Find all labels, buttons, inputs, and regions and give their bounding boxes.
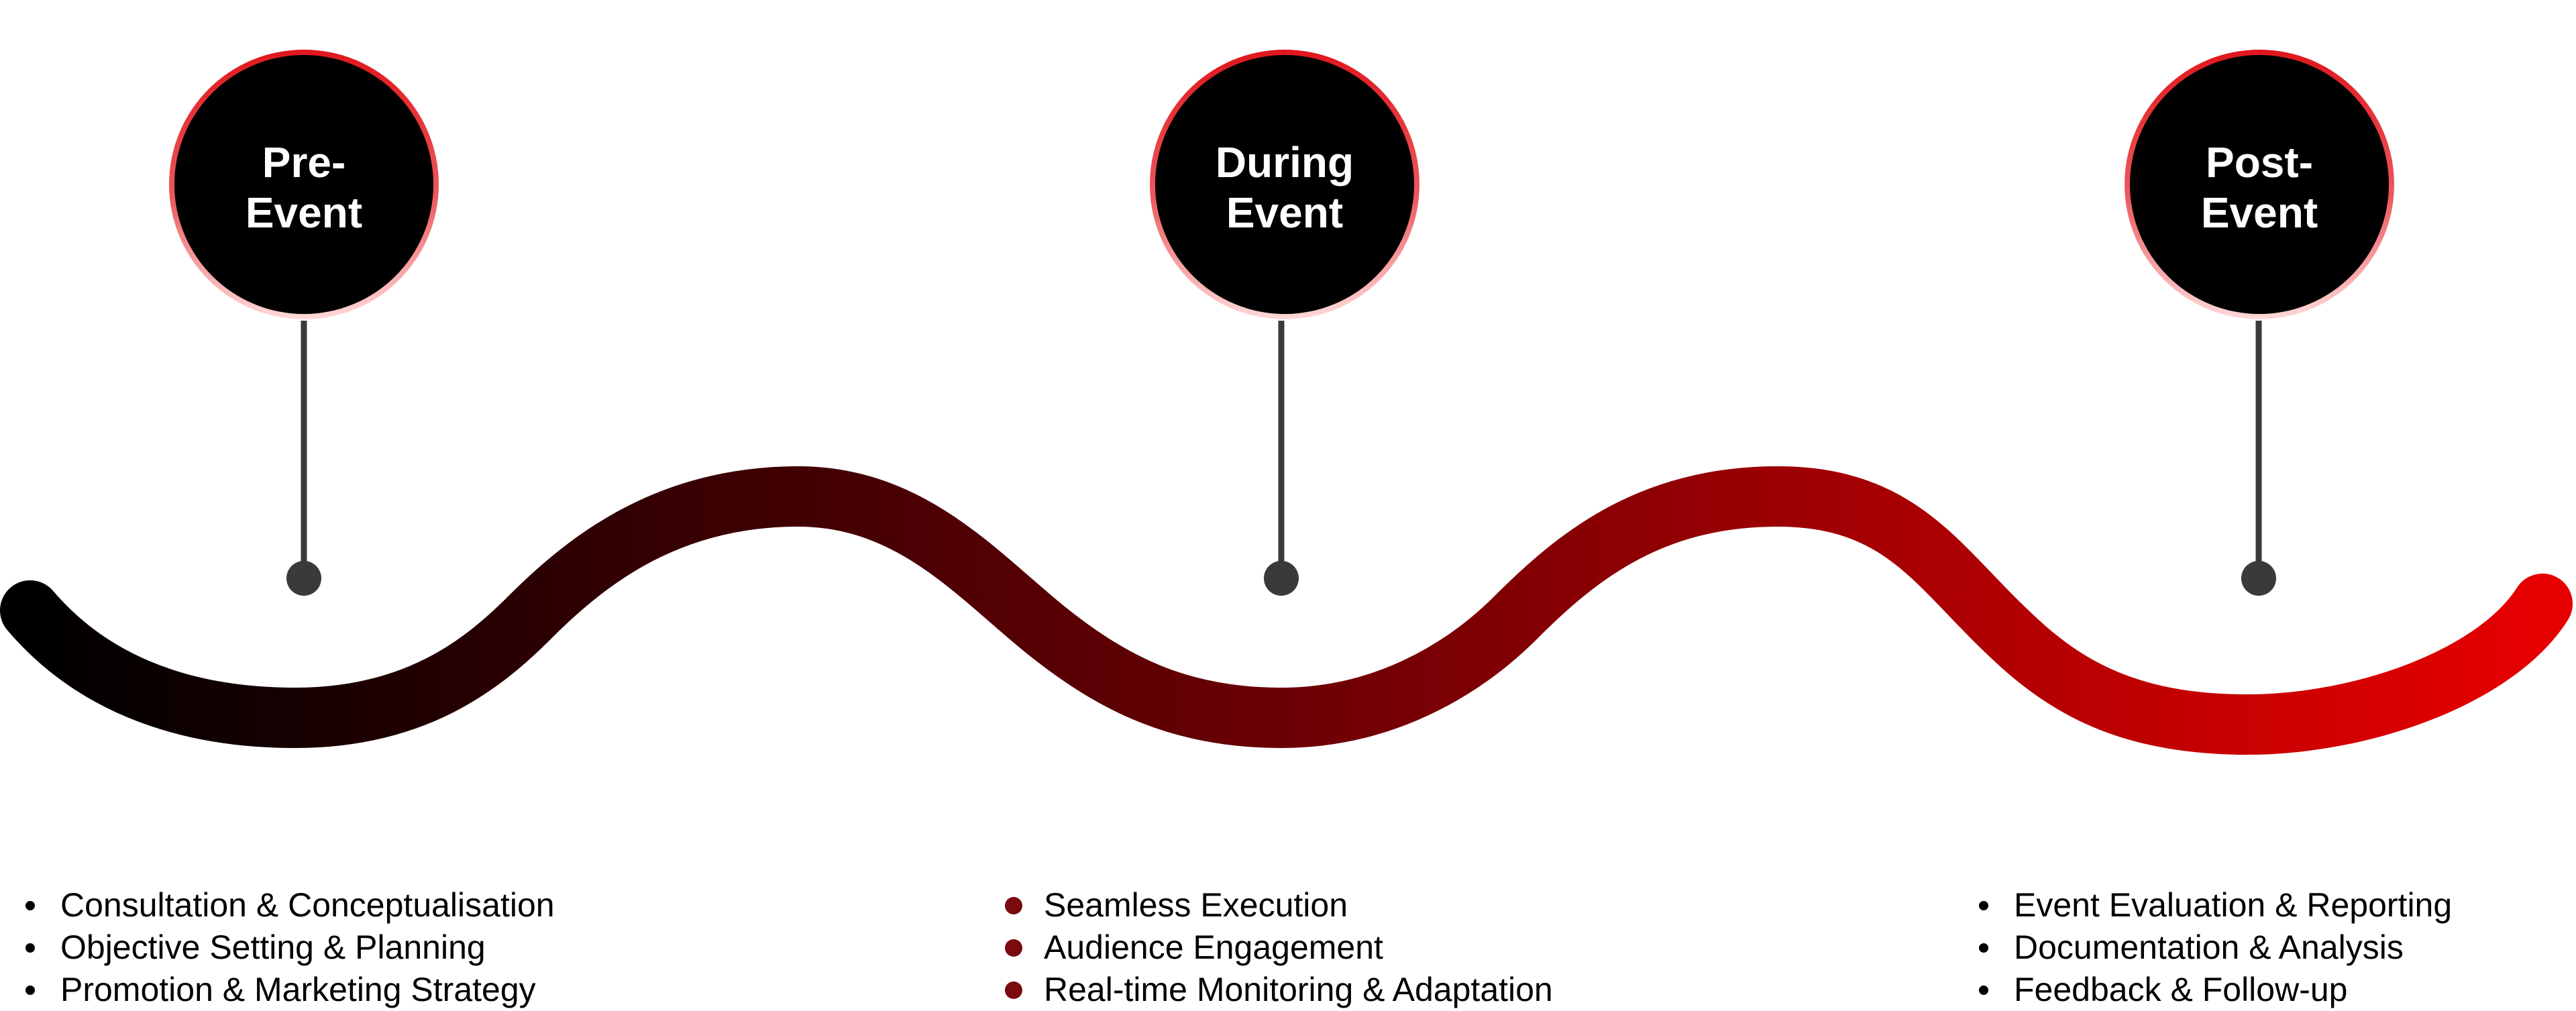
timeline-wave [0,466,2573,755]
list-item-label: Documentation & Analysis [2014,928,2404,966]
stage-post-event: Post- Event [2125,50,2394,596]
list-item-label: Objective Setting & Planning [60,928,486,966]
stage-circle [2130,55,2389,314]
during-event-list: Seamless Execution Audience Engagement R… [1005,884,1553,1011]
bullet-icon [1005,939,1022,957]
list-item-label: Consultation & Conceptualisation [60,886,555,924]
list-item: Objective Setting & Planning [25,926,555,969]
list-item-label: Feedback & Follow-up [2014,971,2348,1008]
list-item: Event Evaluation & Reporting [1979,884,2452,926]
connector-dot [286,561,321,596]
stage-title-line1: Pre- [262,138,346,187]
list-item: Audience Engagement [1005,926,1553,969]
bullet-icon [1979,986,1988,995]
stage-during-event: During Event [1150,50,1419,596]
bullet-icon [1979,943,1988,953]
bullet-icon [25,943,35,953]
stage-circle [1155,55,1414,314]
list-item: Feedback & Follow-up [1979,969,2452,1011]
stage-circle [174,55,433,314]
bullet-icon [1005,981,1022,999]
stage-title-line1: During [1216,138,1354,187]
post-event-list: Event Evaluation & Reporting Documentati… [1979,884,2452,1011]
stage-title-line2: Event [2201,189,2318,237]
bullet-icon [25,986,35,995]
list-item: Consultation & Conceptualisation [25,884,555,926]
list-item-label: Real-time Monitoring & Adaptation [1044,971,1553,1008]
stage-title-line2: Event [1226,189,1343,237]
list-item: Real-time Monitoring & Adaptation [1005,969,1553,1011]
connector-dot [2241,561,2276,596]
stage-pre-event: Pre- Event [169,50,439,596]
pre-event-list: Consultation & Conceptualisation Objecti… [25,884,555,1011]
list-item-label: Audience Engagement [1044,928,1383,966]
stage-title-line1: Post- [2206,138,2313,187]
list-item: Seamless Execution [1005,884,1553,926]
stage-title-line2: Event [246,189,362,237]
list-item: Promotion & Marketing Strategy [25,969,555,1011]
list-item: Documentation & Analysis [1979,926,2452,969]
list-item-label: Seamless Execution [1044,886,1348,924]
list-item-label: Event Evaluation & Reporting [2014,886,2453,924]
bullet-icon [1005,897,1022,914]
bullet-icon [1979,901,1988,910]
list-item-label: Promotion & Marketing Strategy [60,971,536,1008]
bullet-icon [25,901,35,910]
connector-dot [1264,561,1299,596]
